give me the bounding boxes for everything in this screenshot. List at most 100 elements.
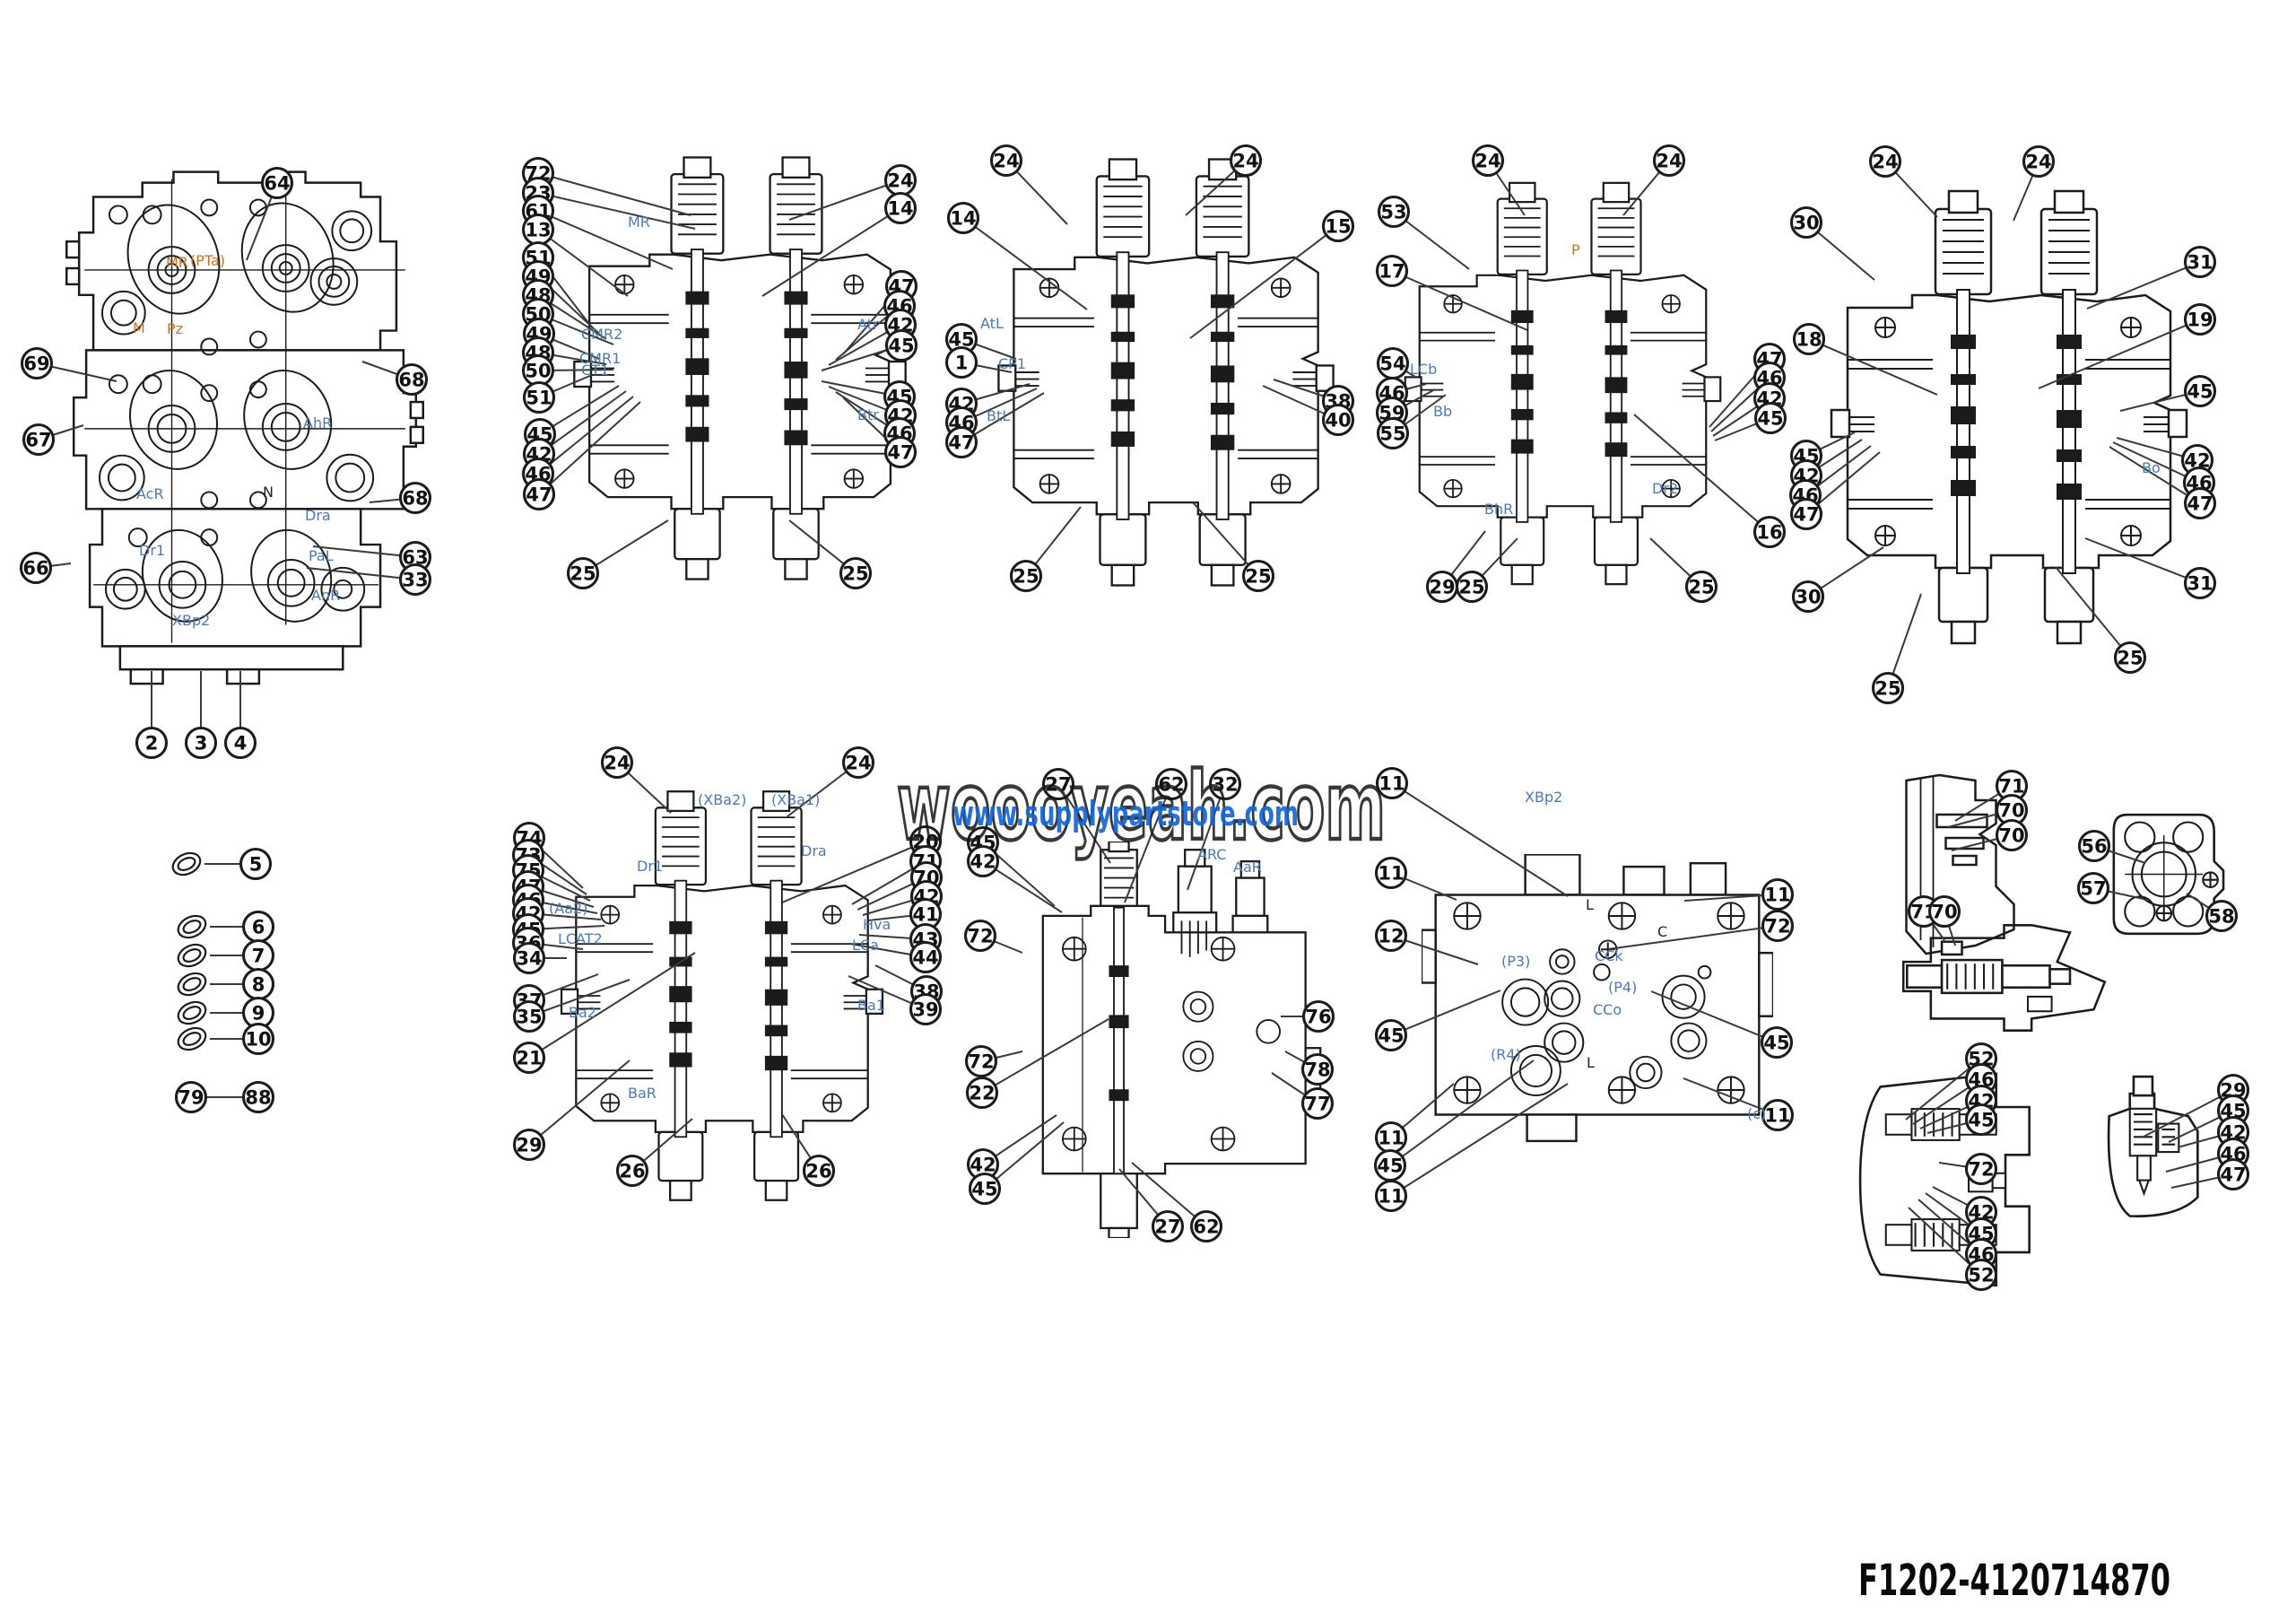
- svg-text:77: 77: [1304, 1094, 1330, 1115]
- port-label: Hva: [863, 916, 891, 933]
- callout-77: 77: [1300, 1086, 1335, 1121]
- port-label: L: [1586, 896, 1594, 913]
- callout-25: 25: [566, 556, 600, 590]
- callout-11: 11: [1375, 766, 1409, 800]
- svg-text:79: 79: [178, 1087, 204, 1109]
- leader-line: [537, 210, 674, 270]
- callout-45: 45: [968, 1172, 1002, 1206]
- callout-29: 29: [1425, 570, 1459, 604]
- svg-text:42: 42: [970, 851, 996, 873]
- svg-text:12: 12: [1378, 926, 1404, 947]
- svg-text:44: 44: [912, 947, 938, 969]
- o-ring-icon: [173, 1023, 211, 1055]
- leader-line: [528, 979, 631, 1017]
- svg-text:29: 29: [516, 1135, 542, 1156]
- port-label: XBp2: [1525, 789, 1562, 806]
- svg-text:45: 45: [888, 336, 914, 357]
- svg-text:34: 34: [516, 948, 542, 970]
- svg-text:27: 27: [1045, 774, 1071, 796]
- leader-line: [761, 207, 901, 297]
- svg-text:72: 72: [1764, 916, 1790, 937]
- svg-text:10: 10: [245, 1029, 271, 1051]
- port-label: PaL: [309, 547, 334, 564]
- callout-53: 53: [1377, 195, 1411, 229]
- svg-text:45: 45: [2187, 381, 2213, 403]
- o-ring-icon: [173, 939, 211, 972]
- svg-text:68: 68: [402, 488, 428, 510]
- leader-line: [2038, 318, 2201, 389]
- svg-text:47: 47: [2220, 1164, 2246, 1186]
- svg-text:11: 11: [1764, 885, 1790, 906]
- leader-line: [1389, 1060, 1535, 1166]
- svg-text:35: 35: [516, 1007, 542, 1028]
- svg-text:71: 71: [1998, 776, 2024, 798]
- port-label: Dra: [801, 842, 827, 859]
- svg-text:70: 70: [1998, 825, 2024, 847]
- callout-72: 72: [1964, 1152, 1998, 1186]
- port-label: (XBa2): [698, 791, 746, 808]
- svg-text:78: 78: [1304, 1060, 1330, 1081]
- port-label: LCb: [1410, 361, 1437, 378]
- o-ring-icon: [168, 848, 205, 880]
- callout-54: 54: [1376, 346, 1410, 380]
- port-label: BhR: [1484, 501, 1513, 518]
- callout-25: 25: [1455, 570, 1489, 604]
- port-label: Atr: [857, 316, 879, 333]
- callout-24: 24: [883, 163, 918, 197]
- svg-text:24: 24: [2025, 152, 2051, 173]
- port-label: (PTa): [190, 252, 225, 269]
- svg-text:47: 47: [948, 432, 974, 454]
- callout-13: 13: [521, 213, 555, 247]
- o-ring-icon: [173, 997, 211, 1029]
- valve-section-view-6: 2424747375474642453634373521292626207170…: [511, 746, 944, 1202]
- svg-text:70: 70: [1998, 800, 2024, 822]
- port-label: AhR: [303, 414, 332, 432]
- callout-11: 11: [1374, 1121, 1408, 1155]
- leader-line: [2143, 1089, 2234, 1138]
- port-label: BtL: [987, 407, 1010, 424]
- svg-text:25: 25: [842, 563, 868, 585]
- o-ring-icon: [173, 968, 211, 1000]
- svg-text:25: 25: [1458, 577, 1484, 598]
- svg-text:72: 72: [967, 926, 993, 947]
- callout-42: 42: [966, 844, 1000, 878]
- svg-text:3: 3: [195, 733, 208, 754]
- port-label: MR: [628, 214, 650, 231]
- svg-text:45: 45: [971, 1179, 997, 1200]
- leader-line: [1187, 783, 1226, 891]
- callout-52: 52: [1964, 1258, 1998, 1292]
- callout-47: 47: [1789, 497, 1823, 531]
- leader-line: [981, 1018, 1109, 1094]
- callout-24: 24: [2022, 144, 2056, 179]
- callout-16: 16: [1752, 515, 1787, 549]
- callout-11: 11: [1374, 1179, 1408, 1213]
- port-label: BaR: [628, 1085, 657, 1102]
- callout-14: 14: [883, 191, 918, 225]
- callout-24: 24: [1471, 144, 1505, 178]
- svg-text:25: 25: [1245, 566, 1271, 588]
- svg-text:76: 76: [1305, 1007, 1331, 1028]
- callout-24: 24: [841, 746, 875, 780]
- svg-text:31: 31: [2187, 573, 2213, 595]
- port-label: LCAT2: [558, 930, 603, 947]
- callout-31: 31: [2183, 245, 2217, 279]
- svg-text:57: 57: [2080, 878, 2106, 900]
- port-label: CT1: [581, 362, 609, 379]
- svg-text:4: 4: [234, 733, 248, 754]
- svg-text:11: 11: [1764, 1105, 1790, 1127]
- svg-text:26: 26: [619, 1161, 645, 1182]
- svg-text:25: 25: [570, 563, 596, 585]
- callout-64: 64: [260, 166, 294, 200]
- leader-line: [537, 172, 691, 216]
- callout-42: 42: [966, 1147, 1000, 1182]
- svg-text:69: 69: [23, 353, 49, 375]
- port-label: Dr1: [139, 542, 165, 559]
- svg-text:53: 53: [1380, 202, 1406, 223]
- callout-45: 45: [1373, 1148, 1407, 1182]
- callout-50: 50: [521, 353, 555, 388]
- callout-41: 41: [909, 897, 943, 931]
